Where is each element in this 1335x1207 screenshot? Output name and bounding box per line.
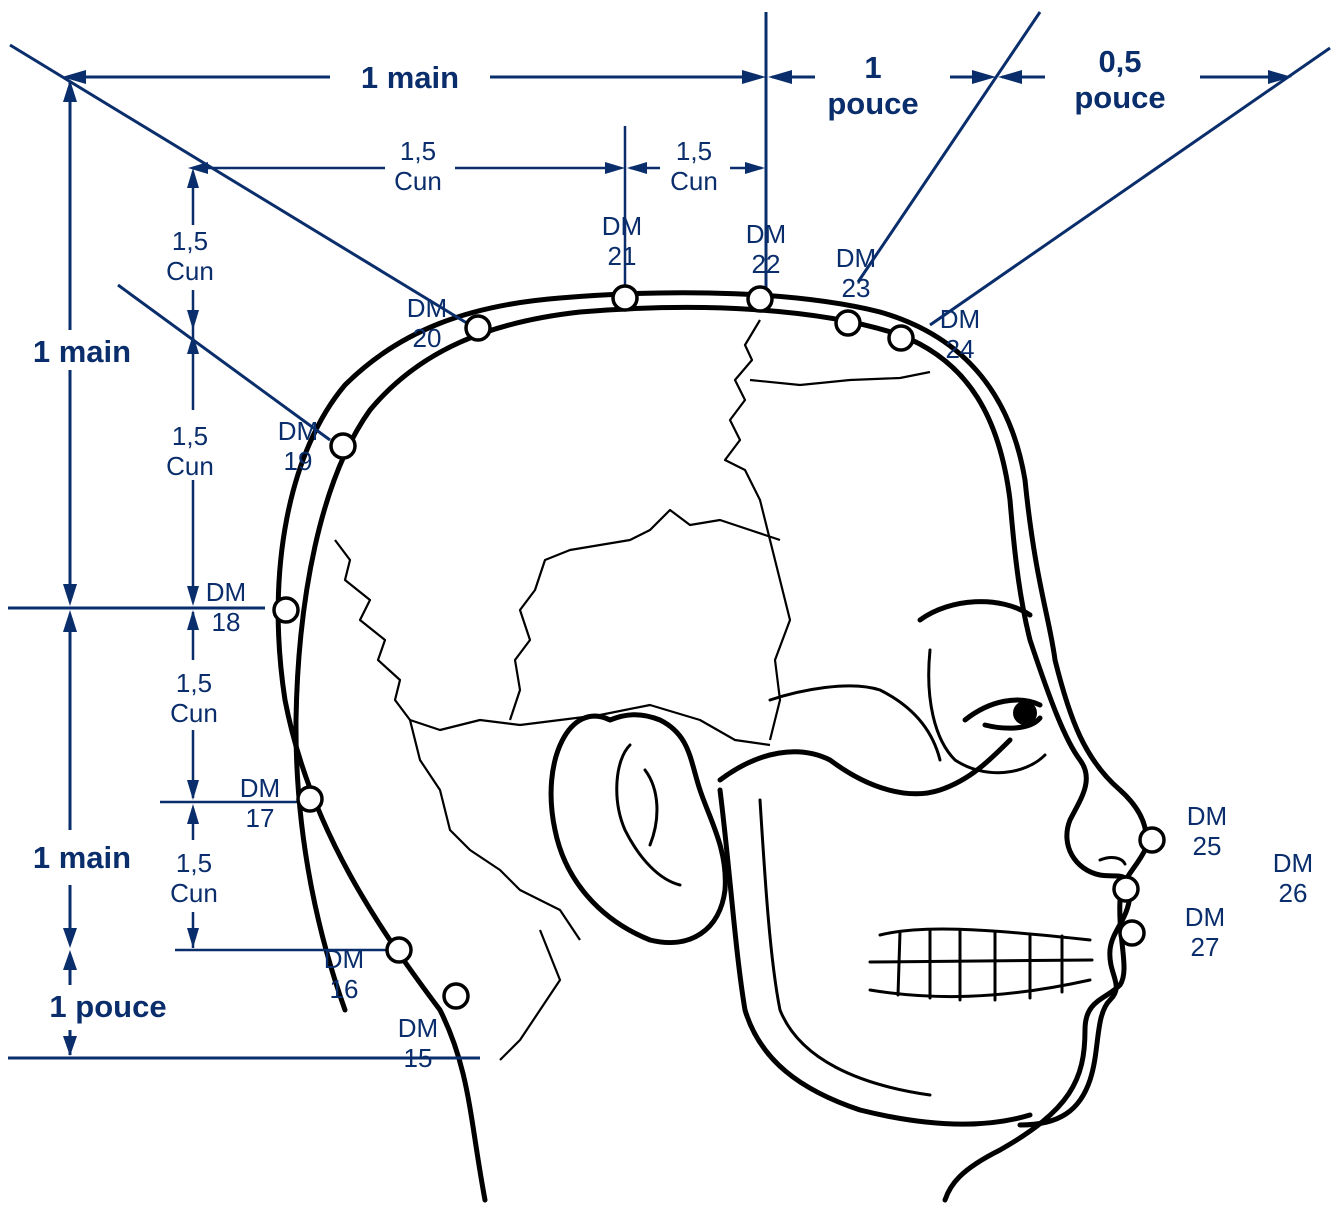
point-dm25 [1140,828,1164,852]
label-main-left-top: 1 main [33,334,131,369]
dm-number: 25 [1193,831,1222,861]
dm-number: 17 [246,803,275,833]
label-cun-word: Cun [170,698,218,728]
label-cun-word: Cun [670,166,718,196]
label-pouce-top-2: pouce [827,86,918,121]
dm-label: DM [746,219,786,249]
dm-label: DM [836,243,876,273]
label-cun-num: 1,5 [176,668,212,698]
dm-number: 19 [284,446,313,476]
point-dm17 [298,787,322,811]
dm-number: 20 [413,323,442,353]
label-cun-num: 1,5 [176,848,212,878]
label-cun-num: 1,5 [400,136,436,166]
dm-number: 22 [752,249,781,279]
dm-number: 27 [1191,932,1220,962]
dm-label: DM [240,773,280,803]
point-dm23 [836,311,860,335]
label-cun-num: 1,5 [172,421,208,451]
point-dm16 [387,938,411,962]
point-dm18 [274,598,298,622]
label-cun-num: 1,5 [172,226,208,256]
dm-label: DM [602,211,642,241]
label-cun-word: Cun [394,166,442,196]
label-cun-word: Cun [166,256,214,286]
dm-label: DM [324,944,364,974]
dm-label: DM [1273,848,1313,878]
point-dm15 [444,984,468,1008]
dm-number: 18 [212,607,241,637]
dm-number: 21 [608,241,637,271]
dm-label: DM [1185,902,1225,932]
label-pouce-top-1: 1 [864,50,881,85]
point-dm21 [613,286,637,310]
dm-label: DM [398,1013,438,1043]
label-half-pouce-1: 0,5 [1098,44,1141,79]
point-dm19 [331,434,355,458]
point-dm20 [466,316,490,340]
label-cun-num: 1,5 [676,136,712,166]
dm-label: DM [206,577,246,607]
dm-label: DM [407,293,447,323]
label-main-top: 1 main [361,60,459,95]
dm-label: DM [278,416,318,446]
dm-number: 16 [330,974,359,1004]
label-main-left-bottom: 1 main [33,840,131,875]
eye-pupil [1013,701,1037,725]
label-half-pouce-2: pouce [1074,80,1165,115]
dm-number: 26 [1279,878,1308,908]
dm-label: DM [940,304,980,334]
point-dm26 [1114,877,1138,901]
dm-number: 24 [946,334,975,364]
label-pouce-left: 1 pouce [49,989,166,1024]
dm-number: 15 [404,1043,433,1073]
label-cun-word: Cun [166,451,214,481]
point-dm24 [889,326,913,350]
point-dm27 [1120,921,1144,945]
label-cun-word: Cun [170,878,218,908]
dm-label: DM [1187,801,1227,831]
dm-number: 23 [842,273,871,303]
point-dm22 [748,287,772,311]
